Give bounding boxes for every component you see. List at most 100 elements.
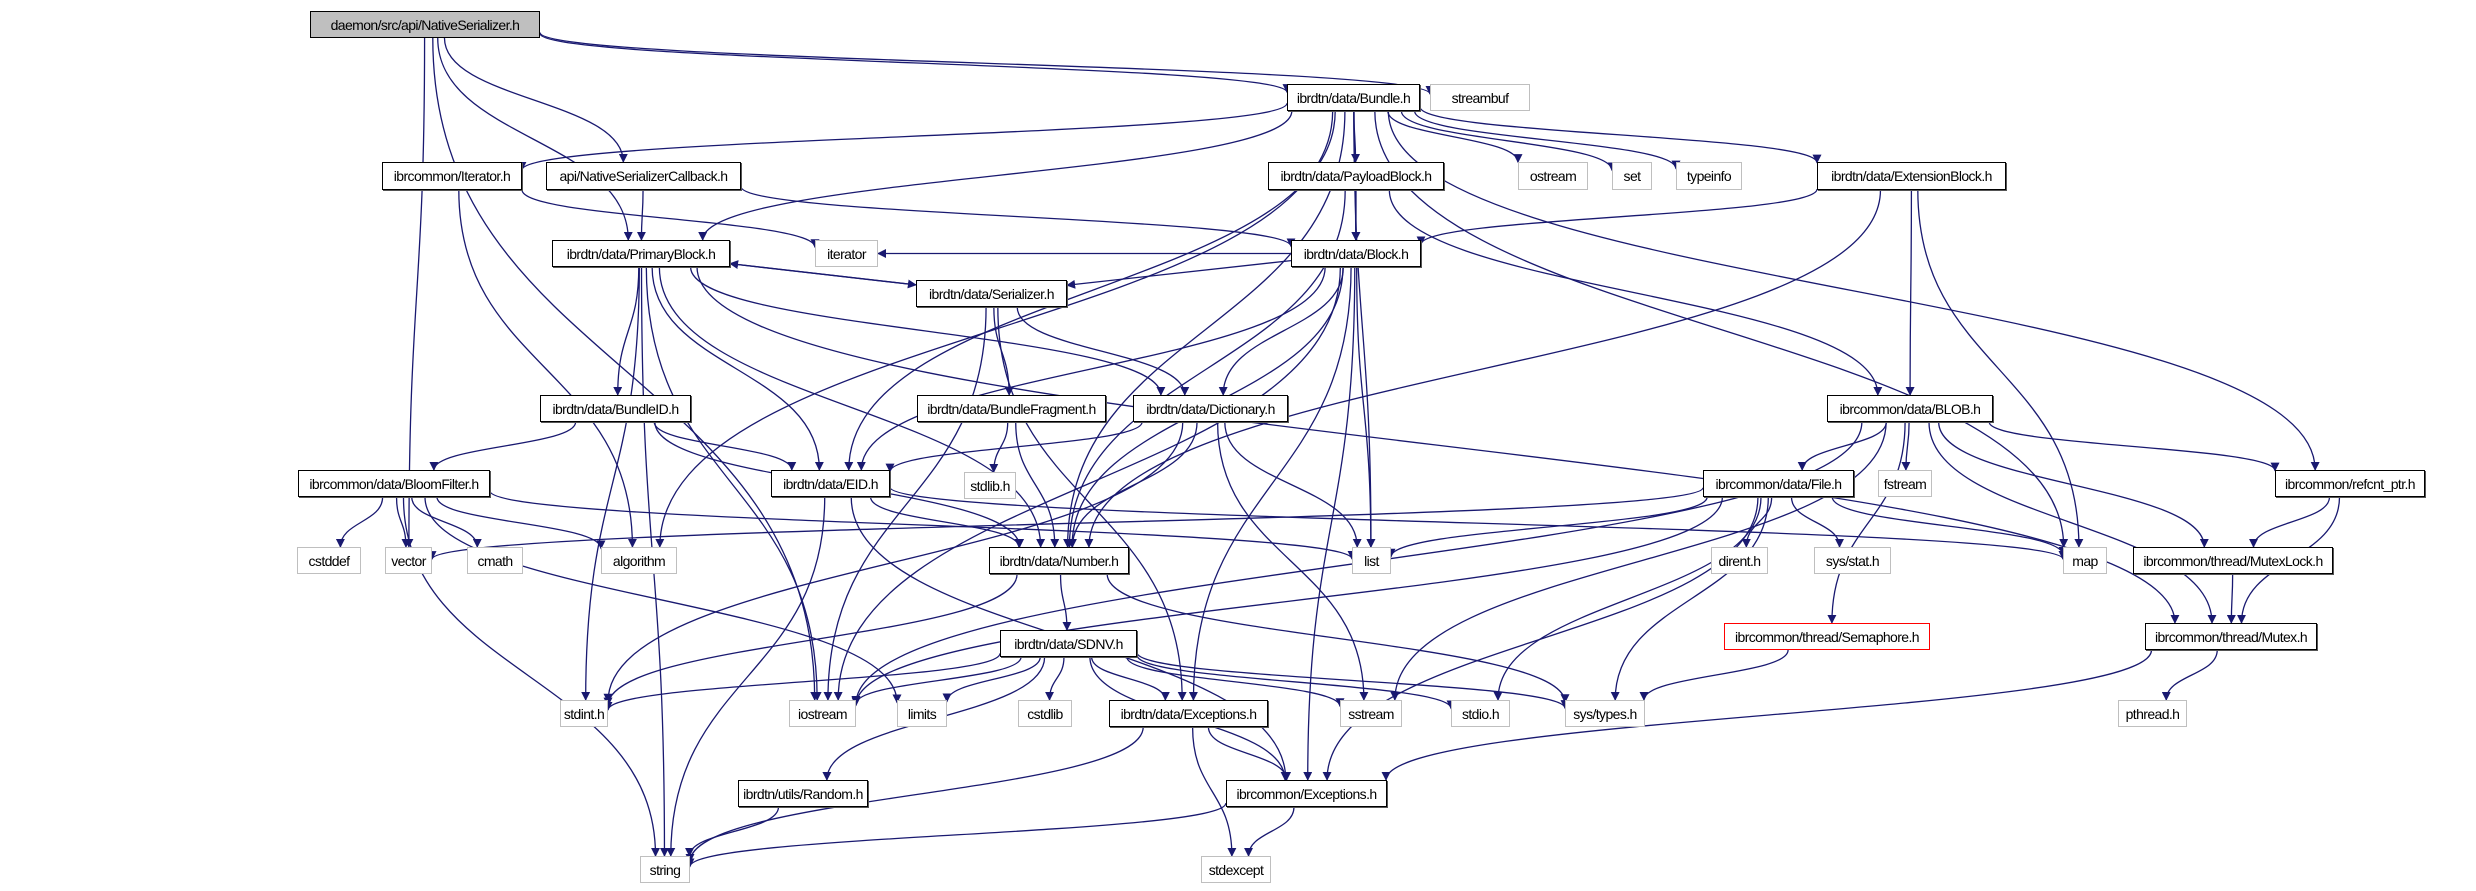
edge-blob-to-refcnt_ptr <box>1988 421 2280 472</box>
graph-node-label: cstddef <box>308 552 351 569</box>
edge-eid-to-string <box>666 496 826 857</box>
edge-bundlefragment-to-stdlib <box>989 421 1009 473</box>
edge-file-to-systypes <box>1610 496 1769 701</box>
edge-bundleid-to-eid <box>653 421 797 471</box>
graph-node-label: dirent.h <box>1718 552 1762 569</box>
edge-blob-to-mutexlock <box>1938 421 2209 548</box>
graph-node-bloomfilter[interactable]: ibrcommon/data/BloomFilter.h <box>298 470 490 497</box>
edge-bundle-to-typeinfo <box>1413 110 1681 170</box>
graph-node-stdio: stdio.h <box>1451 700 1510 727</box>
graph-node-label: ibrdtn/data/ExtensionBlock.h <box>1831 168 1992 184</box>
edge-block-to-iostream <box>833 266 1341 701</box>
graph-node-label: daemon/src/api/NativeSerializer.h <box>330 16 520 33</box>
edge-sdnv-to-systypes <box>1136 652 1570 710</box>
edge-file-to-iostream <box>851 496 1724 707</box>
graph-node-label: ibrcommon/Exceptions.h <box>1236 785 1377 802</box>
graph-node-blob[interactable]: ibrcommon/data/BLOB.h <box>1827 395 1993 422</box>
edge-file-to-vector <box>427 487 1704 561</box>
graph-node-dictionary[interactable]: ibrdtn/data/Dictionary.h <box>1133 395 1288 422</box>
edge-bloomfilter-to-list <box>489 490 1357 560</box>
edge-serializer-to-primaryblock <box>729 260 917 286</box>
edge-eid-to-number <box>869 496 1024 548</box>
graph-node-label: ibrcommon/Iterator.h <box>393 168 511 184</box>
graph-node-refcnt_ptr[interactable]: ibrcommon/refcnt_ptr.h <box>2275 470 2425 497</box>
graph-node-primaryblock[interactable]: ibrdtn/data/PrimaryBlock.h <box>552 240 730 267</box>
edge-block-to-list <box>1356 266 1376 548</box>
graph-node-label: ibrcommon/thread/Semaphore.h <box>1735 628 1920 645</box>
edge-blob-to-semaphore <box>1827 421 1906 624</box>
graph-node-label: ibrdtn/utils/Random.h <box>743 785 863 802</box>
edge-random-to-string <box>685 806 780 857</box>
graph-node-label: ibrdtn/data/Block.h <box>1303 245 1409 262</box>
edge-extensionblock-to-map <box>1917 189 2084 548</box>
graph-node-stdlib: stdlib.h <box>964 472 1016 499</box>
graph-node-mutexlock[interactable]: ibrcommon/thread/MutexLock.h <box>2133 547 2333 574</box>
edge-bloomfilter-to-cmath <box>411 496 482 548</box>
graph-node-serializer[interactable]: ibrdtn/data/Serializer.h <box>916 280 1067 307</box>
graph-node-label: string <box>649 861 681 878</box>
graph-node-label: limits <box>907 705 937 722</box>
edge-number-to-systypes <box>1106 573 1570 704</box>
edge-file-to-map <box>1831 496 2068 556</box>
graph-node-bundlefragment[interactable]: ibrdtn/data/BundleFragment.h <box>917 395 1106 422</box>
graph-node-iterator: iterator <box>815 240 878 267</box>
graph-node-string: string <box>640 856 690 883</box>
graph-node-label: sys/types.h <box>1573 705 1637 722</box>
edge-dictionary-to-sstream <box>1216 421 1369 701</box>
graph-node-label: ibrdtn/data/Number.h <box>999 552 1119 569</box>
graph-node-sdnv[interactable]: ibrdtn/data/SDNV.h <box>1000 630 1137 657</box>
edge-nativeserializer-to-nativeserializercallback <box>443 37 628 163</box>
graph-node-iterator[interactable]: ibrcommon/Iterator.h <box>382 162 522 190</box>
graph-node-bundleid[interactable]: ibrdtn/data/BundleID.h <box>540 395 691 422</box>
edge-primaryblock-to-iostream <box>645 266 822 701</box>
graph-node-label: ibrdtn/data/SDNV.h <box>1014 635 1123 652</box>
graph-node-payloadblock[interactable]: ibrdtn/data/PayloadBlock.h <box>1268 162 1444 190</box>
edge-refcnt_ptr-to-mutexlock <box>2249 496 2331 548</box>
graph-node-label: vector <box>391 552 426 569</box>
graph-node-label: ibrdtn/data/PayloadBlock.h <box>1280 168 1433 184</box>
graph-node-label: iterator <box>827 245 866 262</box>
graph-node-limits: limits <box>897 700 947 727</box>
edge-blob-to-sstream <box>1390 421 1887 701</box>
edge-block-to-dataexceptions <box>1188 266 1352 701</box>
edge-bundle-to-iterator <box>517 102 1288 171</box>
graph-node-iostream: iostream <box>789 700 856 727</box>
edge-primaryblock-to-eid <box>651 266 824 471</box>
edge-extensionblock-to-block <box>1416 188 1818 246</box>
edge-sdnv-to-sstream <box>1126 656 1345 708</box>
graph-node-label: typeinfo <box>1686 168 1732 184</box>
graph-node-file[interactable]: ibrcommon/data/File.h <box>1703 470 1854 497</box>
graph-node-label: cstdlib <box>1027 705 1063 722</box>
graph-node-label: fstream <box>1883 475 1927 492</box>
edge-primaryblock-to-number <box>658 266 1046 548</box>
edge-block-to-commonexceptions <box>1303 266 1356 781</box>
graph-node-random[interactable]: ibrdtn/utils/Random.h <box>738 780 868 807</box>
graph-node-label: ibrcommon/thread/MutexLock.h <box>2143 552 2323 569</box>
edge-sdnv-to-dataexceptions <box>1090 656 1170 701</box>
edge-sdnv-to-cstdlib <box>1045 656 1065 701</box>
graph-node-streambuf: streambuf <box>1430 84 1530 111</box>
graph-node-eid[interactable]: ibrdtn/data/EID.h <box>771 470 890 497</box>
graph-node-label: ibrdtn/data/EID.h <box>783 475 878 492</box>
graph-node-commonexceptions[interactable]: ibrcommon/Exceptions.h <box>1226 780 1387 807</box>
graph-node-nativeserializercallback[interactable]: api/NativeSerializerCallback.h <box>546 162 741 190</box>
edge-bundle-to-ostream <box>1387 110 1523 164</box>
graph-node-number[interactable]: ibrdtn/data/Number.h <box>989 547 1129 574</box>
graph-node-dataexceptions[interactable]: ibrdtn/data/Exceptions.h <box>1109 700 1268 727</box>
edge-nativeserializercallback-to-primaryblock <box>636 189 646 241</box>
graph-node-label: ibrdtn/data/PrimaryBlock.h <box>566 245 716 262</box>
edge-bundle-to-primaryblock <box>698 110 1293 241</box>
graph-node-mutex[interactable]: ibrcommon/thread/Mutex.h <box>2145 623 2317 650</box>
graph-node-algorithm: algorithm <box>601 547 677 574</box>
graph-node-bundle[interactable]: ibrdtn/data/Bundle.h <box>1287 84 1420 111</box>
graph-node-systypes: sys/types.h <box>1565 700 1645 727</box>
graph-node-nativeserializer[interactable]: daemon/src/api/NativeSerializer.h <box>310 11 540 38</box>
graph-node-label: ibrdtn/data/Serializer.h <box>929 285 1055 302</box>
graph-node-block[interactable]: ibrdtn/data/Block.h <box>1291 240 1421 267</box>
graph-node-label: ibrcommon/data/BloomFilter.h <box>309 475 479 492</box>
graph-node-extensionblock[interactable]: ibrdtn/data/ExtensionBlock.h <box>1817 162 2006 190</box>
edge-blob-to-file <box>1797 421 1887 471</box>
edge-payloadblock-to-blob <box>1388 189 1883 396</box>
graph-node-label: ibrdtn/data/BundleFragment.h <box>927 400 1096 417</box>
